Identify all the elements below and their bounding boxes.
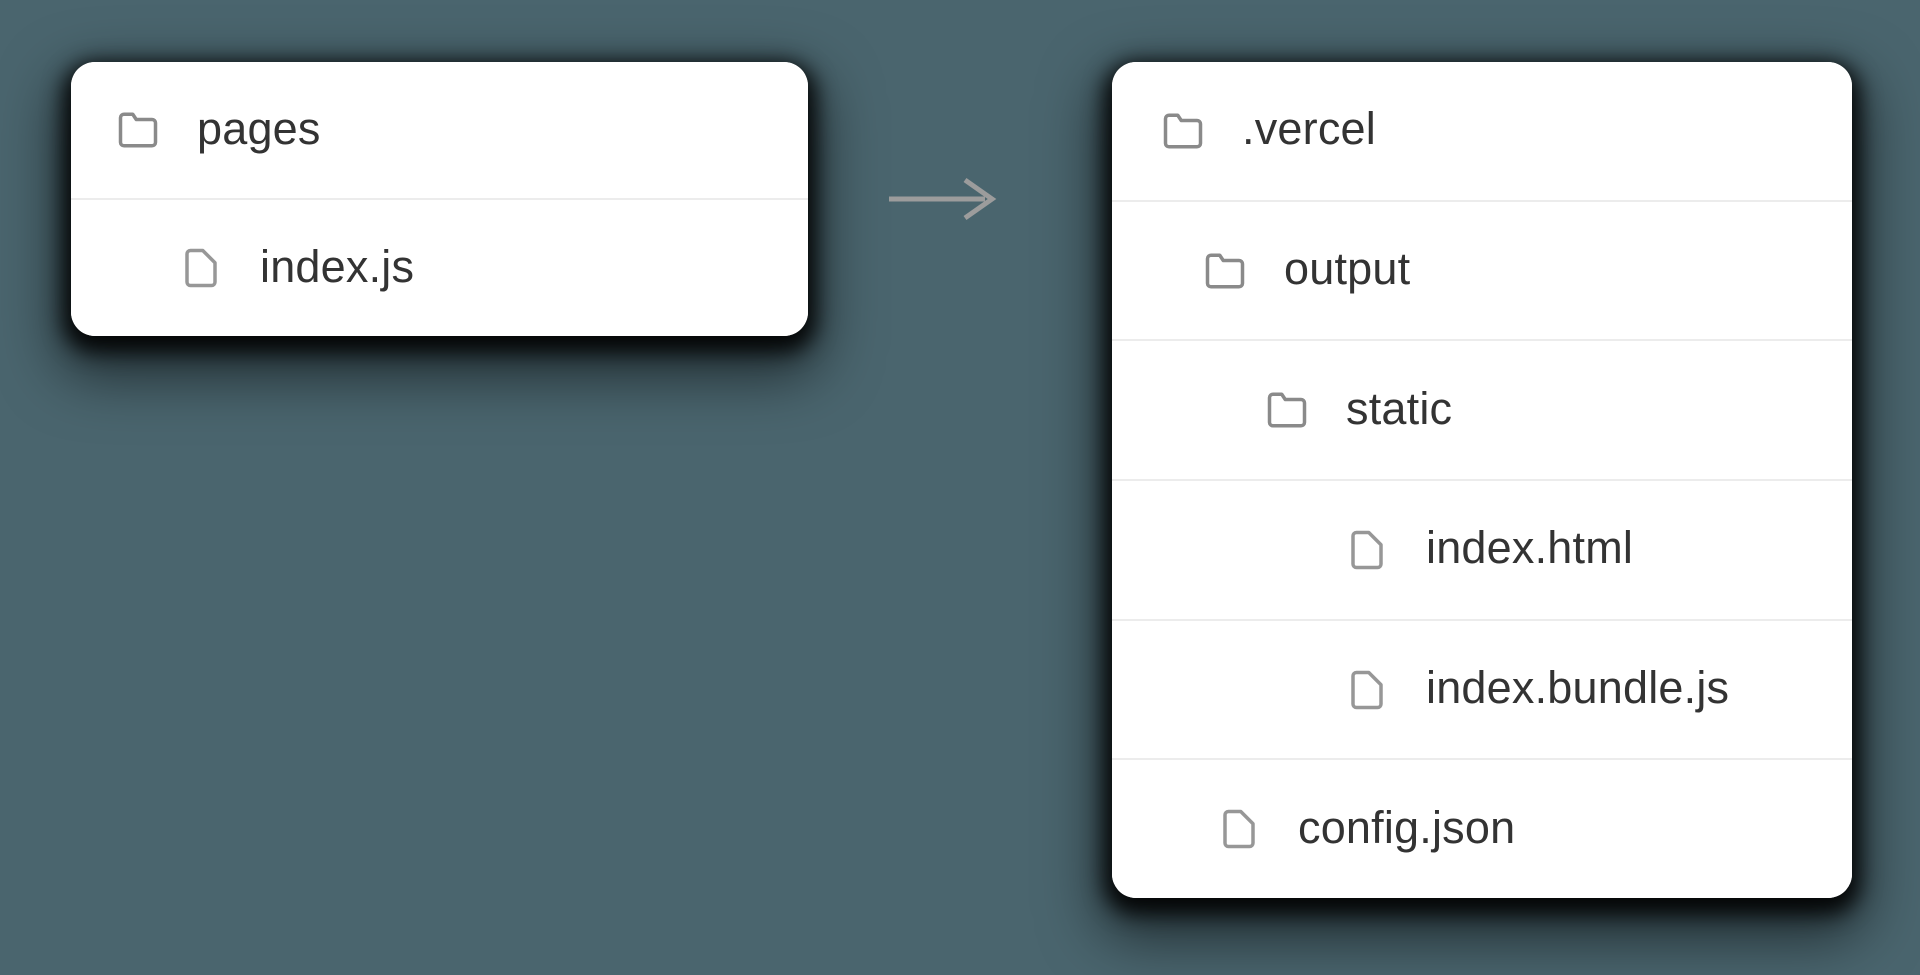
file-icon [1346,669,1388,711]
tree-row-label: .vercel [1242,103,1376,155]
arrow-icon [889,177,997,221]
tree-row-output: output [1112,199,1852,340]
folder-icon [1162,110,1204,152]
file-icon [1218,808,1260,850]
folder-icon [117,109,159,151]
source-file-tree-card: pages index.js [71,62,808,336]
tree-row-index-bundle-js: index.bundle.js [1112,618,1852,759]
file-icon [1346,529,1388,571]
tree-row-label: index.html [1426,522,1634,574]
tree-row-label: config.json [1298,801,1516,853]
folder-icon [1266,389,1308,431]
output-file-tree-card: .vercel output static index.html index.bundl… [1112,62,1852,898]
tree-row-label: index.bundle.js [1426,662,1730,714]
tree-row-label: output [1284,243,1411,294]
tree-row--vercel: .vercel [1112,62,1852,200]
tree-row-index-js: index.js [71,198,808,336]
file-icon [180,247,222,289]
tree-row-label: index.js [260,240,415,292]
tree-row-config-json: config.json [1112,758,1852,898]
tree-row-pages: pages [71,62,808,198]
tree-row-label: static [1346,382,1453,434]
folder-icon [1204,250,1246,292]
arrow-head [963,177,997,221]
tree-row-static: static [1112,339,1852,480]
tree-row-label: pages [197,102,321,154]
tree-row-index-html: index.html [1112,479,1852,619]
